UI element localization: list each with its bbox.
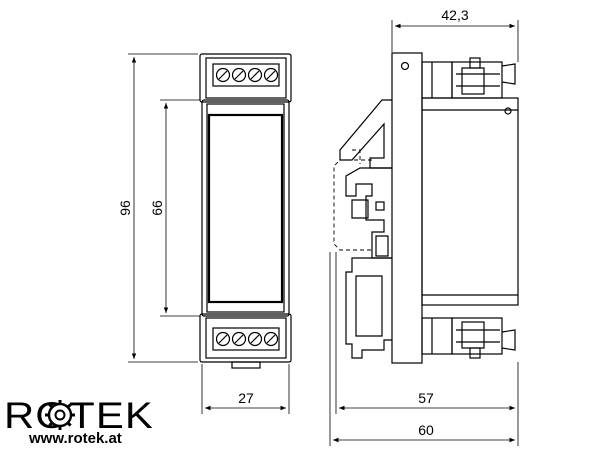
side-view	[333, 52, 519, 364]
rotek-logo: ROTEK www.rotek.at	[4, 395, 154, 447]
dim-label-57: 57	[418, 390, 434, 406]
din-rail-clip	[339, 99, 392, 359]
dim-label-96: 96	[117, 200, 133, 216]
top-mount-hole	[400, 61, 410, 71]
front-dimensions	[128, 53, 290, 414]
logo-text: ROTEK	[4, 395, 154, 436]
dim-label-66: 66	[149, 200, 165, 216]
website-url: www.rotek.at	[28, 430, 122, 447]
bottom-terminal-block	[199, 313, 292, 369]
bottom-connector	[421, 317, 516, 359]
side-body	[421, 97, 519, 306]
top-terminal-block	[199, 53, 292, 103]
dim-label-42-3: 42,3	[441, 7, 468, 23]
top-terminal-screws	[215, 67, 279, 83]
top-connector	[421, 57, 516, 99]
front-view	[199, 53, 292, 369]
side-dimensions	[329, 20, 519, 446]
front-housing	[201, 99, 290, 317]
din-rail-dashed	[333, 159, 372, 251]
gear-icon	[45, 400, 75, 430]
side-front-plate	[391, 52, 423, 364]
bottom-terminal-screws	[215, 331, 279, 347]
dim-label-27: 27	[238, 390, 254, 406]
body-mount-hole	[504, 107, 512, 115]
dim-label-60: 60	[418, 422, 434, 438]
